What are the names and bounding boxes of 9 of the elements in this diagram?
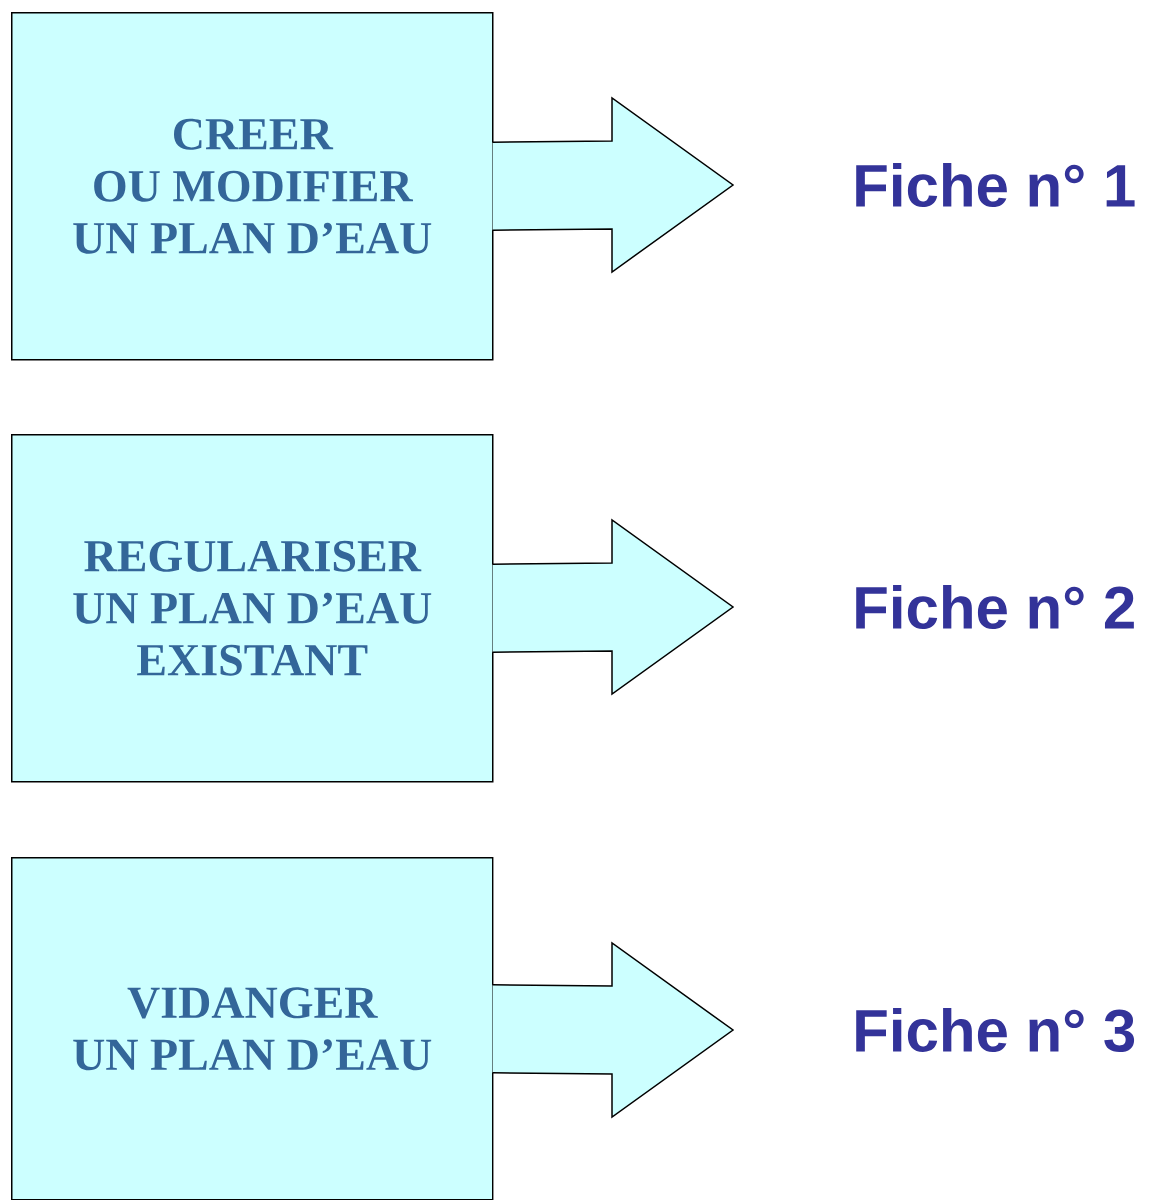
block-arrow bbox=[491, 941, 735, 1119]
reference-label: Fiche n° 1 bbox=[856, 163, 1135, 208]
process-box: REGULARISER UN PLAN D’EAU EXISTANT bbox=[11, 434, 494, 783]
block-arrow bbox=[491, 96, 735, 274]
reference-label: Fiche n° 2 bbox=[856, 585, 1134, 630]
process-box: CREER OU MODIFIER UN PLAN D’EAU bbox=[11, 12, 494, 361]
block-arrow bbox=[491, 518, 735, 696]
reference-label: Fiche n° 3 bbox=[856, 1007, 1135, 1053]
process-box: VIDANGER UN PLAN D’EAU bbox=[11, 857, 494, 1200]
